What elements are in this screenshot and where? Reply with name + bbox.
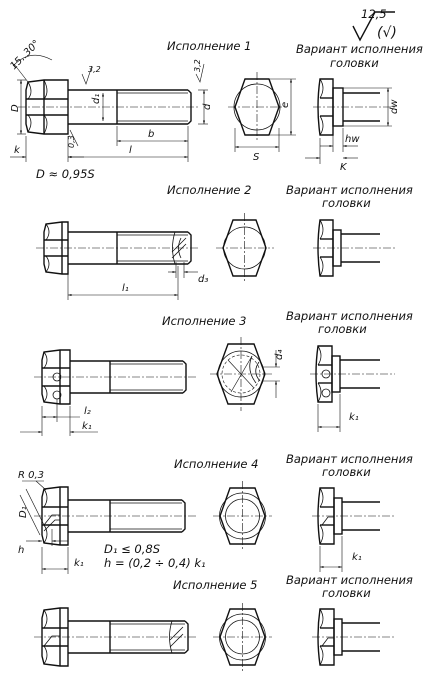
variant-3-title: Исполнение 3: [162, 314, 246, 328]
svg-text:k₁: k₁: [82, 421, 92, 432]
svg-text:D: D: [10, 104, 21, 112]
variant-4-title: Исполнение 4: [174, 457, 258, 471]
svg-text:D₁: D₁: [18, 506, 29, 518]
svg-text:k: k: [14, 145, 21, 156]
svg-text:S: S: [253, 152, 260, 163]
head-variant-caption-2: Вариант исполнения головки: [286, 183, 413, 210]
svg-text:d₃: d₃: [198, 274, 208, 285]
svg-text:d₁: d₁: [91, 94, 102, 104]
svg-text:d₄: d₄: [274, 350, 285, 360]
svg-text:Вариант исполнения: Вариант исполнения: [296, 42, 423, 56]
variant-5-title: Исполнение 5: [173, 578, 257, 592]
variant-1-title: Исполнение 1: [167, 39, 251, 53]
note-d-approx: D ≈ 0,95S: [36, 167, 95, 181]
svg-text:3,2: 3,2: [88, 65, 101, 74]
svg-text:Вариант исполнения: Вариант исполнения: [286, 309, 413, 323]
svg-text:головки: головки: [322, 465, 371, 479]
svg-text:k₁: k₁: [349, 412, 359, 423]
head-variant-caption-1: Вариант исполнения головки: [296, 42, 423, 70]
svg-text:dw: dw: [389, 99, 400, 114]
variant-1-hex-end-view: S e: [228, 72, 296, 163]
variant-5-hex-end-view: [213, 603, 272, 671]
svg-text:K: K: [340, 162, 348, 173]
head-variant-caption-4: Вариант исполнения головки: [286, 452, 413, 479]
variant-3-head-variant-view: k₁: [310, 345, 395, 432]
roughness-alt: (√): [377, 25, 397, 41]
svg-text:Вариант исполнения: Вариант исполнения: [286, 452, 413, 466]
variant-2-head-variant-view: [313, 219, 395, 277]
roughness-check-icon: [352, 11, 395, 42]
svg-text:R 0,3: R 0,3: [18, 470, 44, 481]
svg-text:l₁: l₁: [122, 283, 129, 294]
svg-text:головки: головки: [322, 586, 371, 600]
svg-text:головки: головки: [322, 196, 371, 210]
svg-text:головки: головки: [330, 56, 379, 70]
svg-text:k₁: k₁: [74, 558, 84, 569]
svg-text:k₁: k₁: [352, 552, 362, 563]
svg-text:e: e: [280, 102, 291, 108]
note-d1-limit: D₁ ≤ 0,8S: [104, 542, 160, 556]
note-h-formula: h = (0,2 ÷ 0,4) k₁: [104, 556, 206, 570]
svg-text:l₂: l₂: [84, 406, 91, 417]
head-variant-caption-5: Вариант исполнения головки: [286, 573, 413, 600]
svg-text:0,3: 0,3: [67, 135, 76, 148]
variant-1-bolt-side-view: D d₁ d 3,2 3,2 b l k 15..30° 0,3 D ≈ 0,9…: [8, 38, 213, 181]
svg-text:l: l: [129, 145, 132, 156]
variant-5-head-variant-view: [312, 608, 395, 666]
svg-text:Вариант исполнения: Вариант исполнения: [286, 573, 413, 587]
svg-text:h: h: [18, 545, 24, 556]
svg-text:3,2: 3,2: [193, 59, 202, 72]
surface-roughness-symbol: 12,5 (√): [352, 7, 397, 42]
svg-text:головки: головки: [318, 322, 367, 336]
variant-4-bolt-side-view: R 0,3 D₁ h k₁ D₁ ≤ 0,8S h = (0,2 ÷ 0,4) …: [18, 470, 206, 574]
svg-text:Вариант исполнения: Вариант исполнения: [286, 183, 413, 197]
svg-text:d: d: [202, 103, 213, 110]
variant-2-bolt-side-view: l₁ d₃: [36, 221, 208, 300]
variant-3-hex-end-view: d₄: [210, 337, 285, 411]
head-variant-caption-3: Вариант исполнения головки: [286, 309, 413, 336]
svg-text:hw: hw: [345, 134, 360, 145]
variant-4-head-variant-view: k₁: [312, 487, 395, 572]
variant-3-bolt-side-view: l₂ k₁: [20, 349, 196, 436]
variant-2-hex-end-view: [216, 213, 274, 283]
variant-5-bolt-side-view: [34, 607, 198, 667]
variant-4-hex-end-view: [213, 481, 272, 551]
variant-1-head-variant-view: dw hw K: [305, 78, 400, 173]
svg-text:b: b: [148, 129, 154, 140]
variant-2-title: Исполнение 2: [167, 183, 251, 197]
